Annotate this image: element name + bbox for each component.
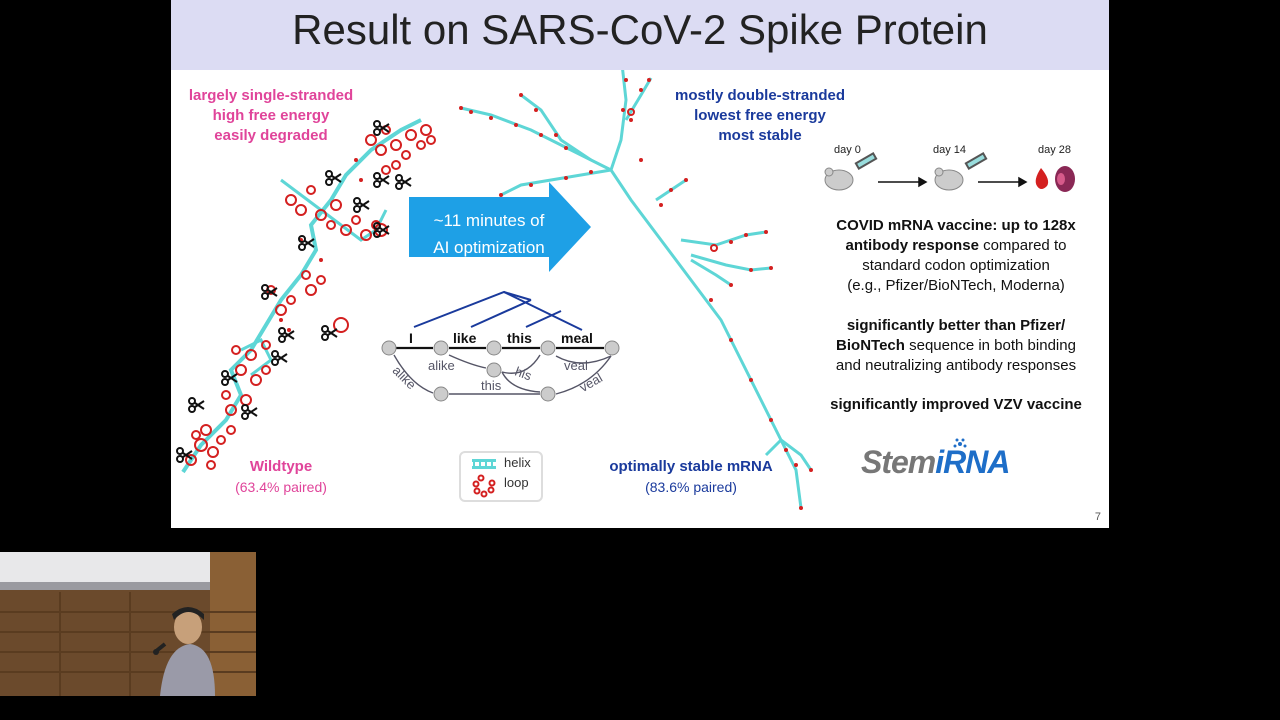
syringe-icon: [854, 152, 988, 170]
result-1-bold: COVID mRNA vaccine: up to 128x: [836, 217, 1076, 234]
optimal-desc-1: mostly double-stranded: [674, 87, 846, 104]
optimal-desc-3: most stable: [718, 127, 802, 144]
result-2-rest: sequence in both binding: [904, 337, 1076, 354]
blood-drop-icon: [1035, 168, 1049, 189]
result-2-bold2: BioNTech: [836, 337, 905, 354]
result-3-bold: significantly improved VZV vaccine: [830, 396, 1082, 413]
result-2-bold: significantly better than Pfizer/: [846, 317, 1066, 334]
ai-optimization-arrow: [409, 182, 591, 272]
wildtype-paired: (63.4% paired): [235, 479, 327, 495]
arrow-label: ~11 minutes of AI optimization: [419, 207, 559, 261]
lattice-word-4: meal: [561, 330, 593, 346]
result-1-line3: standard codon optimization: [862, 257, 1050, 274]
timeline-arrows: [878, 176, 1028, 188]
legend: [459, 451, 543, 502]
lattice-word-1: I: [409, 330, 413, 346]
mouse-icon: [824, 167, 964, 191]
result-2-line3: and neutralizing antibody responses: [835, 357, 1077, 374]
legend-helix-label: helix: [504, 455, 531, 470]
lattice-alt-this: this: [481, 378, 502, 393]
stemirna-logo: StemiRNA: [861, 444, 1010, 481]
rna-structure-diagrams: [176, 70, 1075, 510]
arrow-label-line2: AI optimization: [433, 238, 545, 257]
lattice-alt-veal-1: veal: [564, 358, 588, 373]
result-1-bold2: antibody response: [845, 237, 979, 254]
timeline-day14: day 14: [933, 144, 967, 156]
wildtype-label: Wildtype: [249, 458, 313, 475]
optimal-structure-loops: [459, 78, 813, 510]
lattice-word-2: like: [453, 330, 477, 346]
wildtype-desc-3: easily degraded: [214, 127, 328, 144]
optimal-paired: (83.6% paired): [645, 479, 737, 495]
logo-part-i: i: [935, 444, 944, 480]
speaker-video-frame: [0, 552, 256, 696]
result-1-rest: compared to: [978, 237, 1067, 254]
page-number: 7: [1094, 511, 1101, 523]
slide: Result on SARS-CoV-2 Spike Protein: [171, 0, 1109, 528]
result-1-line4: (e.g., Pfizer/BioNTech, Moderna): [847, 277, 1065, 294]
lattice-alt-alike-1: alike: [428, 358, 455, 373]
wildtype-desc-1: largely single-stranded: [188, 87, 354, 104]
result-1: COVID mRNA vaccine: up to 128x antibody …: [811, 216, 1101, 296]
legend-loop-label: loop: [504, 475, 529, 490]
loop-icon: [472, 474, 496, 498]
result-2: significantly better than Pfizer/ BioNTe…: [811, 316, 1101, 376]
speaker-video: [0, 552, 256, 696]
timeline-day0: day 0: [834, 144, 861, 156]
result-3: significantly improved VZV vaccine: [811, 395, 1101, 415]
wildtype-structure: [181, 118, 436, 474]
wildtype-desc-2: high free energy: [212, 107, 330, 124]
spleen-icon: [1055, 166, 1075, 192]
logo-part-stem: Stem: [861, 444, 936, 480]
optimal-desc-2: lowest free energy: [694, 107, 826, 124]
helix-icon: [472, 459, 496, 469]
optimal-label: optimally stable mRNA: [609, 458, 773, 475]
timeline-day28: day 28: [1038, 144, 1072, 156]
title-bar: Result on SARS-CoV-2 Spike Protein: [171, 0, 1109, 70]
slide-title: Result on SARS-CoV-2 Spike Protein: [292, 6, 988, 53]
scissors-icon: [176, 120, 412, 463]
arrow-label-line1: ~11 minutes of: [433, 211, 545, 230]
logo-part-rna: RNA: [943, 444, 1010, 480]
word-lattice: [381, 290, 620, 402]
lattice-word-3: this: [507, 330, 532, 346]
logo-mark-icon: [953, 438, 967, 448]
